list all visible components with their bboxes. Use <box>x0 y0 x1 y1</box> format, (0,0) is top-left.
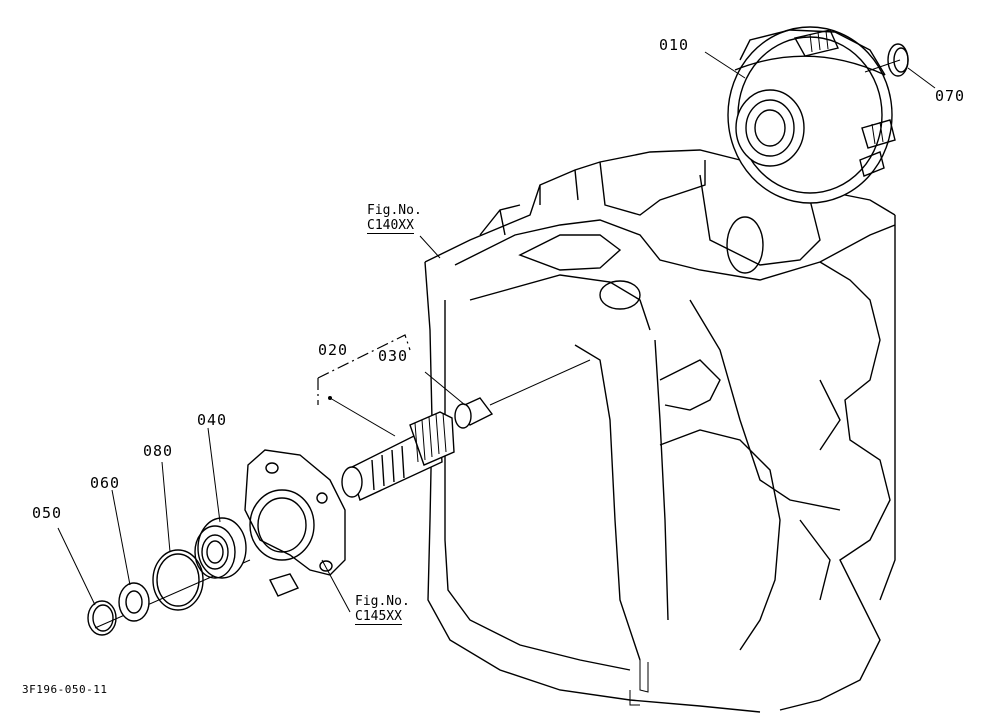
figure-reference-c145xx[interactable]: Fig.No. C145XX <box>355 594 410 625</box>
label-060: 060 <box>90 474 121 492</box>
label-050: 050 <box>32 504 63 522</box>
transmission-case <box>424 149 896 713</box>
part-020-shaft <box>328 396 455 501</box>
label-070: 070 <box>935 87 966 105</box>
leader-lines <box>57 51 936 613</box>
label-020: 020 <box>318 341 349 359</box>
figure-reference-title: Fig.No. <box>355 594 410 609</box>
bearing-holder <box>244 449 346 597</box>
figure-reference-c140xx[interactable]: Fig.No. C140XX <box>367 203 422 234</box>
figure-reference-code: C140XX <box>367 218 414 234</box>
part-040-bearing <box>194 517 247 579</box>
drawing-code: 3F196-050-11 <box>22 683 108 696</box>
part-050-snap-ring <box>87 600 117 636</box>
label-030: 030 <box>378 347 409 365</box>
part-030-bushing <box>454 397 494 429</box>
figure-reference-title: Fig.No. <box>367 203 422 218</box>
part-010-clutch-assembly <box>727 26 896 204</box>
part-060-washer <box>118 582 150 622</box>
part-070-snap-ring <box>887 43 909 77</box>
figure-reference-code: C145XX <box>355 609 402 625</box>
part-080-snap-ring <box>152 549 204 611</box>
label-010: 010 <box>659 36 690 54</box>
assembly-axis-line <box>94 359 591 629</box>
assembly-bracket-020 <box>317 334 411 405</box>
label-040: 040 <box>197 411 228 429</box>
label-080: 080 <box>143 442 174 460</box>
